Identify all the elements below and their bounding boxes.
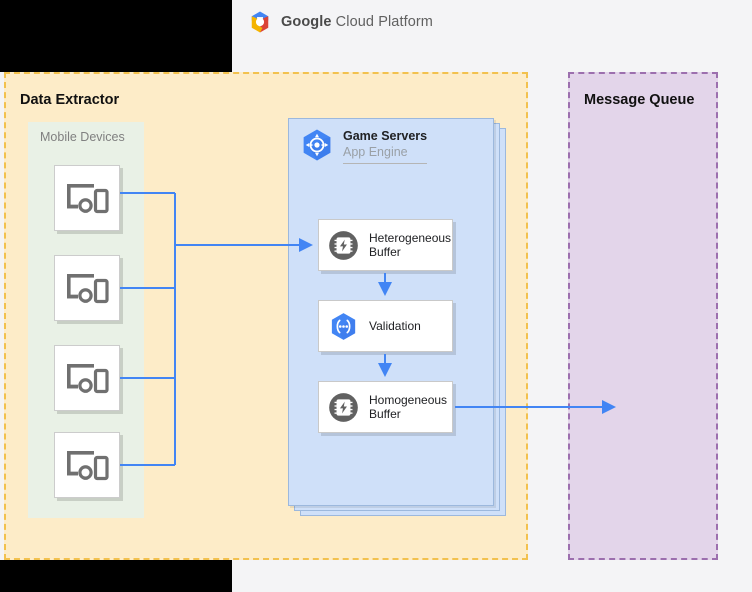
- service-label: Heterogeneous Buffer: [369, 231, 452, 259]
- app-engine-header: Game Servers App Engine: [300, 128, 460, 164]
- app-engine-icon: [303, 129, 331, 161]
- app-engine-title: Game Servers: [343, 129, 428, 143]
- gcp-title: Google Cloud Platform: [281, 14, 433, 30]
- mobile-devices-icon: [67, 364, 109, 394]
- mobile-devices-icon: [67, 274, 109, 304]
- app-engine-divider: [343, 163, 427, 164]
- black-region-bottom: [0, 560, 232, 592]
- mobile-device-card[interactable]: [54, 345, 120, 411]
- service-homogeneous-buffer[interactable]: Homogeneous Buffer: [318, 381, 453, 433]
- mobile-device-card[interactable]: [54, 165, 120, 231]
- service-label: Validation: [369, 319, 421, 333]
- group-title-message-queue: Message Queue: [584, 92, 695, 108]
- app-engine-titles: Game Servers App Engine: [343, 128, 427, 164]
- mobile-device-card[interactable]: [54, 255, 120, 321]
- gcp-title-rest: Cloud Platform: [331, 14, 433, 30]
- app-engine-subtitle: App Engine: [343, 145, 408, 159]
- service-label: Homogeneous Buffer: [369, 393, 448, 421]
- service-validation[interactable]: Validation: [318, 300, 453, 352]
- service-heterogeneous-buffer[interactable]: Heterogeneous Buffer: [318, 219, 453, 271]
- gcp-header: Google Cloud Platform: [248, 8, 433, 36]
- memcache-icon: [329, 230, 358, 260]
- gcp-title-bold: Google: [281, 14, 332, 30]
- group-message-queue: Message Queue: [568, 72, 718, 560]
- memcache-icon: [329, 392, 358, 422]
- mobile-device-card[interactable]: [54, 432, 120, 498]
- cloud-endpoints-icon: [331, 312, 356, 340]
- mobile-devices-icon: [67, 451, 109, 481]
- mobile-devices-icon: [67, 184, 109, 214]
- group-title-data-extractor: Data Extractor: [20, 92, 120, 108]
- google-cloud-platform-logo-icon: [251, 11, 269, 33]
- black-region-top: [0, 0, 232, 72]
- mobile-devices-label: Mobile Devices: [40, 130, 125, 144]
